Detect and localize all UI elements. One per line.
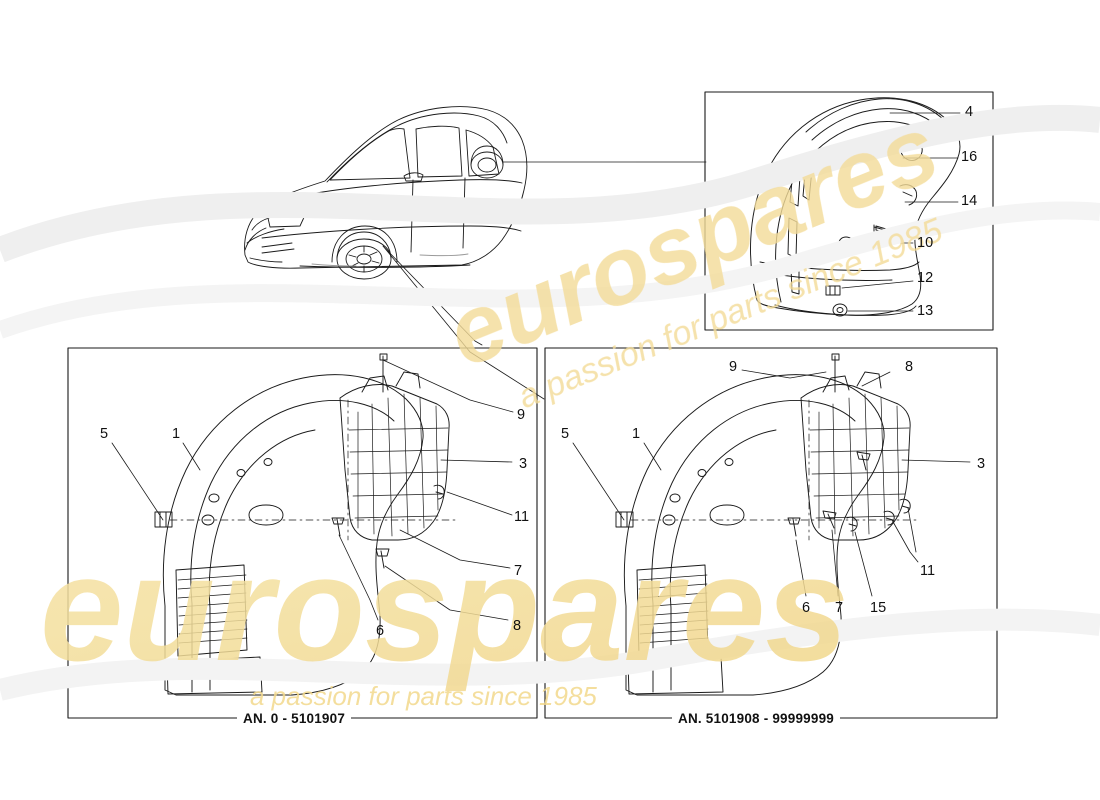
callout-6-right: 6 — [802, 600, 811, 616]
part-11-clips-right — [883, 498, 911, 526]
callout-11-left: 11 — [514, 509, 530, 525]
callout-6-left: 6 — [376, 623, 385, 639]
part-14-screw — [873, 224, 897, 236]
panel-border-bottom-right — [544, 347, 998, 719]
wheelhouse-liner-front-right — [615, 353, 917, 696]
callout-3-right: 3 — [977, 456, 986, 472]
part-6-screw — [331, 517, 345, 537]
callout-5-left: 5 — [100, 426, 109, 442]
callout-9-right: 9 — [729, 359, 738, 375]
part-11-clip — [433, 484, 445, 500]
callout-13: 13 — [917, 303, 934, 319]
callout-4: 4 — [965, 104, 974, 120]
part-8-screw — [375, 548, 390, 569]
wheelhouse-liner-front-left — [154, 353, 456, 696]
part-15-clip-right — [846, 516, 858, 532]
panel-border-bottom-left — [67, 347, 538, 719]
part-6-screw-right — [787, 517, 801, 537]
callout-8-right: 8 — [905, 359, 914, 375]
callout-11-right: 11 — [920, 563, 936, 579]
callout-15-right: 15 — [870, 600, 887, 616]
car-illustration — [244, 106, 528, 280]
panel-border-top-right — [704, 91, 994, 331]
callout-10: 10 — [917, 235, 934, 251]
part-9-pin-right — [831, 353, 840, 393]
callout-7-left: 7 — [514, 563, 523, 579]
callout-1-right: 1 — [632, 426, 641, 442]
part-5-clip-right — [615, 511, 634, 528]
part-10-washer — [838, 236, 854, 250]
part-9-pin — [379, 353, 388, 393]
panel-caption-right: AN. 5101908 - 99999999 — [672, 711, 841, 726]
callout-14: 14 — [961, 193, 978, 209]
callout-9-left: 9 — [517, 407, 526, 423]
part-12-grommet — [825, 285, 841, 296]
part-5-clip-left — [154, 511, 173, 528]
callout-3-left: 3 — [519, 456, 528, 472]
leaders-bottom-right — [572, 369, 971, 597]
callout-12: 12 — [917, 270, 934, 286]
callout-5-right: 5 — [561, 426, 570, 442]
part-8-screw-right — [856, 451, 871, 471]
callout-8-left: 8 — [513, 618, 522, 634]
leaders-bottom-left — [111, 359, 514, 621]
callout-16: 16 — [961, 149, 978, 165]
panel-caption-left: AN. 0 - 5101907 — [237, 711, 352, 726]
callout-1-left: 1 — [172, 426, 181, 442]
part-7-screw-right — [822, 510, 837, 529]
callout-7-right: 7 — [835, 600, 844, 616]
